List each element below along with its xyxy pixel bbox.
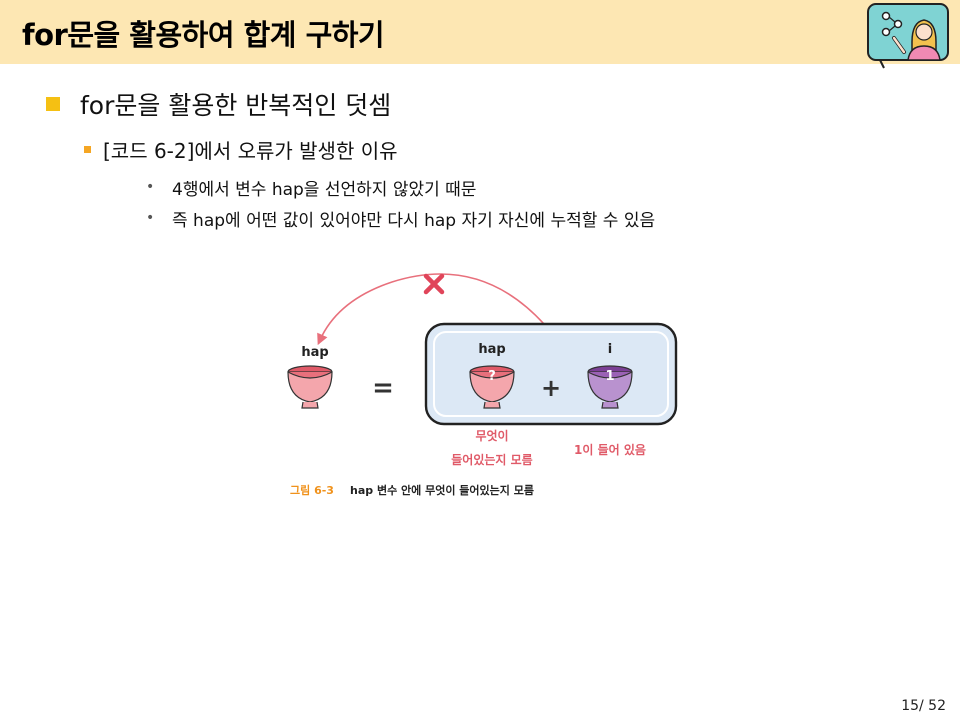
note-unknown-line2: 들어있는지 모름: [451, 452, 532, 467]
dot-bullet-icon: •: [146, 179, 155, 195]
square-bullet-icon: [46, 97, 60, 111]
page-title: for문을 활용하여 합계 구하기: [22, 18, 385, 52]
small-square-bullet-icon: [84, 145, 91, 153]
note-unknown-line1: 무엇이: [475, 428, 508, 443]
note-value: 1이 들어 있음: [574, 442, 646, 457]
plus-sign: +: [541, 374, 561, 402]
bowl-hap-unknown-icon: [469, 365, 515, 409]
dot-bullet-icon: •: [146, 210, 155, 226]
page-number: 15/ 52: [901, 698, 946, 714]
bullet-level3-item: • 즉 hap에 어떤 값이 있어야만 다시 hap 자기 자신에 누적할 수 …: [146, 205, 655, 231]
box-hap-label: hap: [478, 342, 505, 357]
hap-variable-diagram: hap = hap ? + i 1 무엇이 들어있는지 모름 1이 들어 있음 …: [287, 273, 678, 497]
value-mark: 1: [605, 369, 614, 384]
bullet-level2-text: [코드 6-2]에서 오류가 발생한 이유: [103, 138, 398, 163]
bullet-level2: [코드 6-2]에서 오류가 발생한 이유: [84, 134, 398, 164]
feedback-arrow: [317, 273, 545, 346]
x-mark-icon: [423, 273, 445, 295]
presenter-avatar-icon: [867, 3, 949, 69]
figure-caption-text: hap 변수 안에 무엇이 들어있는지 모름: [350, 483, 534, 497]
bullet-level3-text: 즉 hap에 어떤 값이 있어야만 다시 hap 자기 자신에 누적할 수 있음: [172, 210, 656, 231]
box-i-label: i: [608, 342, 612, 357]
bowl-hap-left-icon: [287, 365, 333, 409]
bullet-level1: for문을 활용한 반복적인 덧셈: [46, 86, 391, 122]
figure-caption-number: 그림 6-3: [290, 484, 334, 497]
title-bar: for문을 활용하여 합계 구하기: [0, 0, 960, 69]
equals-sign: =: [372, 373, 394, 403]
left-hap-label: hap: [301, 345, 328, 360]
bullet-level1-text: for문을 활용한 반복적인 덧셈: [80, 91, 392, 120]
bowl-i-icon: [587, 365, 633, 409]
bullet-level3-item: • 4행에서 변수 hap을 선언하지 않았기 때문: [146, 174, 476, 200]
bullet-level3-text: 4행에서 변수 hap을 선언하지 않았기 때문: [172, 179, 477, 200]
unknown-mark: ?: [488, 369, 496, 384]
